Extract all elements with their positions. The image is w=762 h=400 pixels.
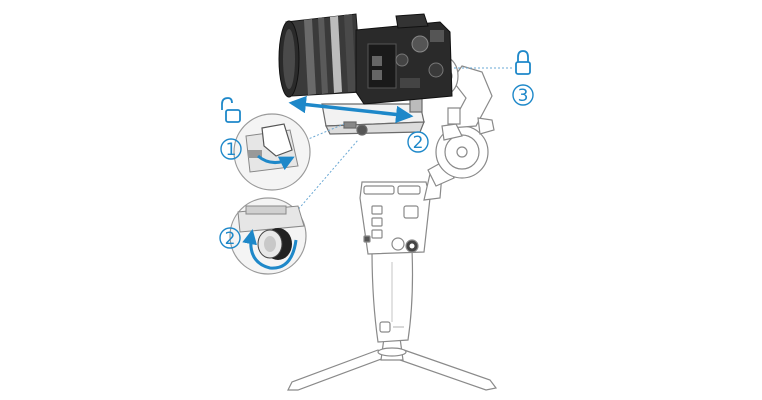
lock-icon (515, 50, 531, 75)
inset-lever-detail (233, 113, 311, 191)
double-arrow-icon (288, 95, 414, 124)
svg-text:2: 2 (225, 229, 236, 249)
gimbal-control-body (359, 181, 431, 255)
tripod (287, 337, 498, 391)
gimbal-handle (371, 249, 414, 343)
inset-knob-detail (229, 197, 307, 275)
step-marker-1: 1 (220, 138, 242, 160)
camera-with-lens (278, 13, 453, 105)
unlock-icon (221, 97, 241, 123)
leader-lines (295, 67, 512, 213)
svg-text:3: 3 (518, 86, 529, 106)
step-marker-2b: 2 (219, 227, 241, 249)
rotate-arrow-icon (242, 229, 298, 270)
svg-text:2: 2 (413, 133, 424, 153)
step-marker-2a: 2 (407, 131, 429, 153)
svg-text:1: 1 (226, 140, 237, 160)
step-marker-3: 3 (512, 84, 534, 106)
